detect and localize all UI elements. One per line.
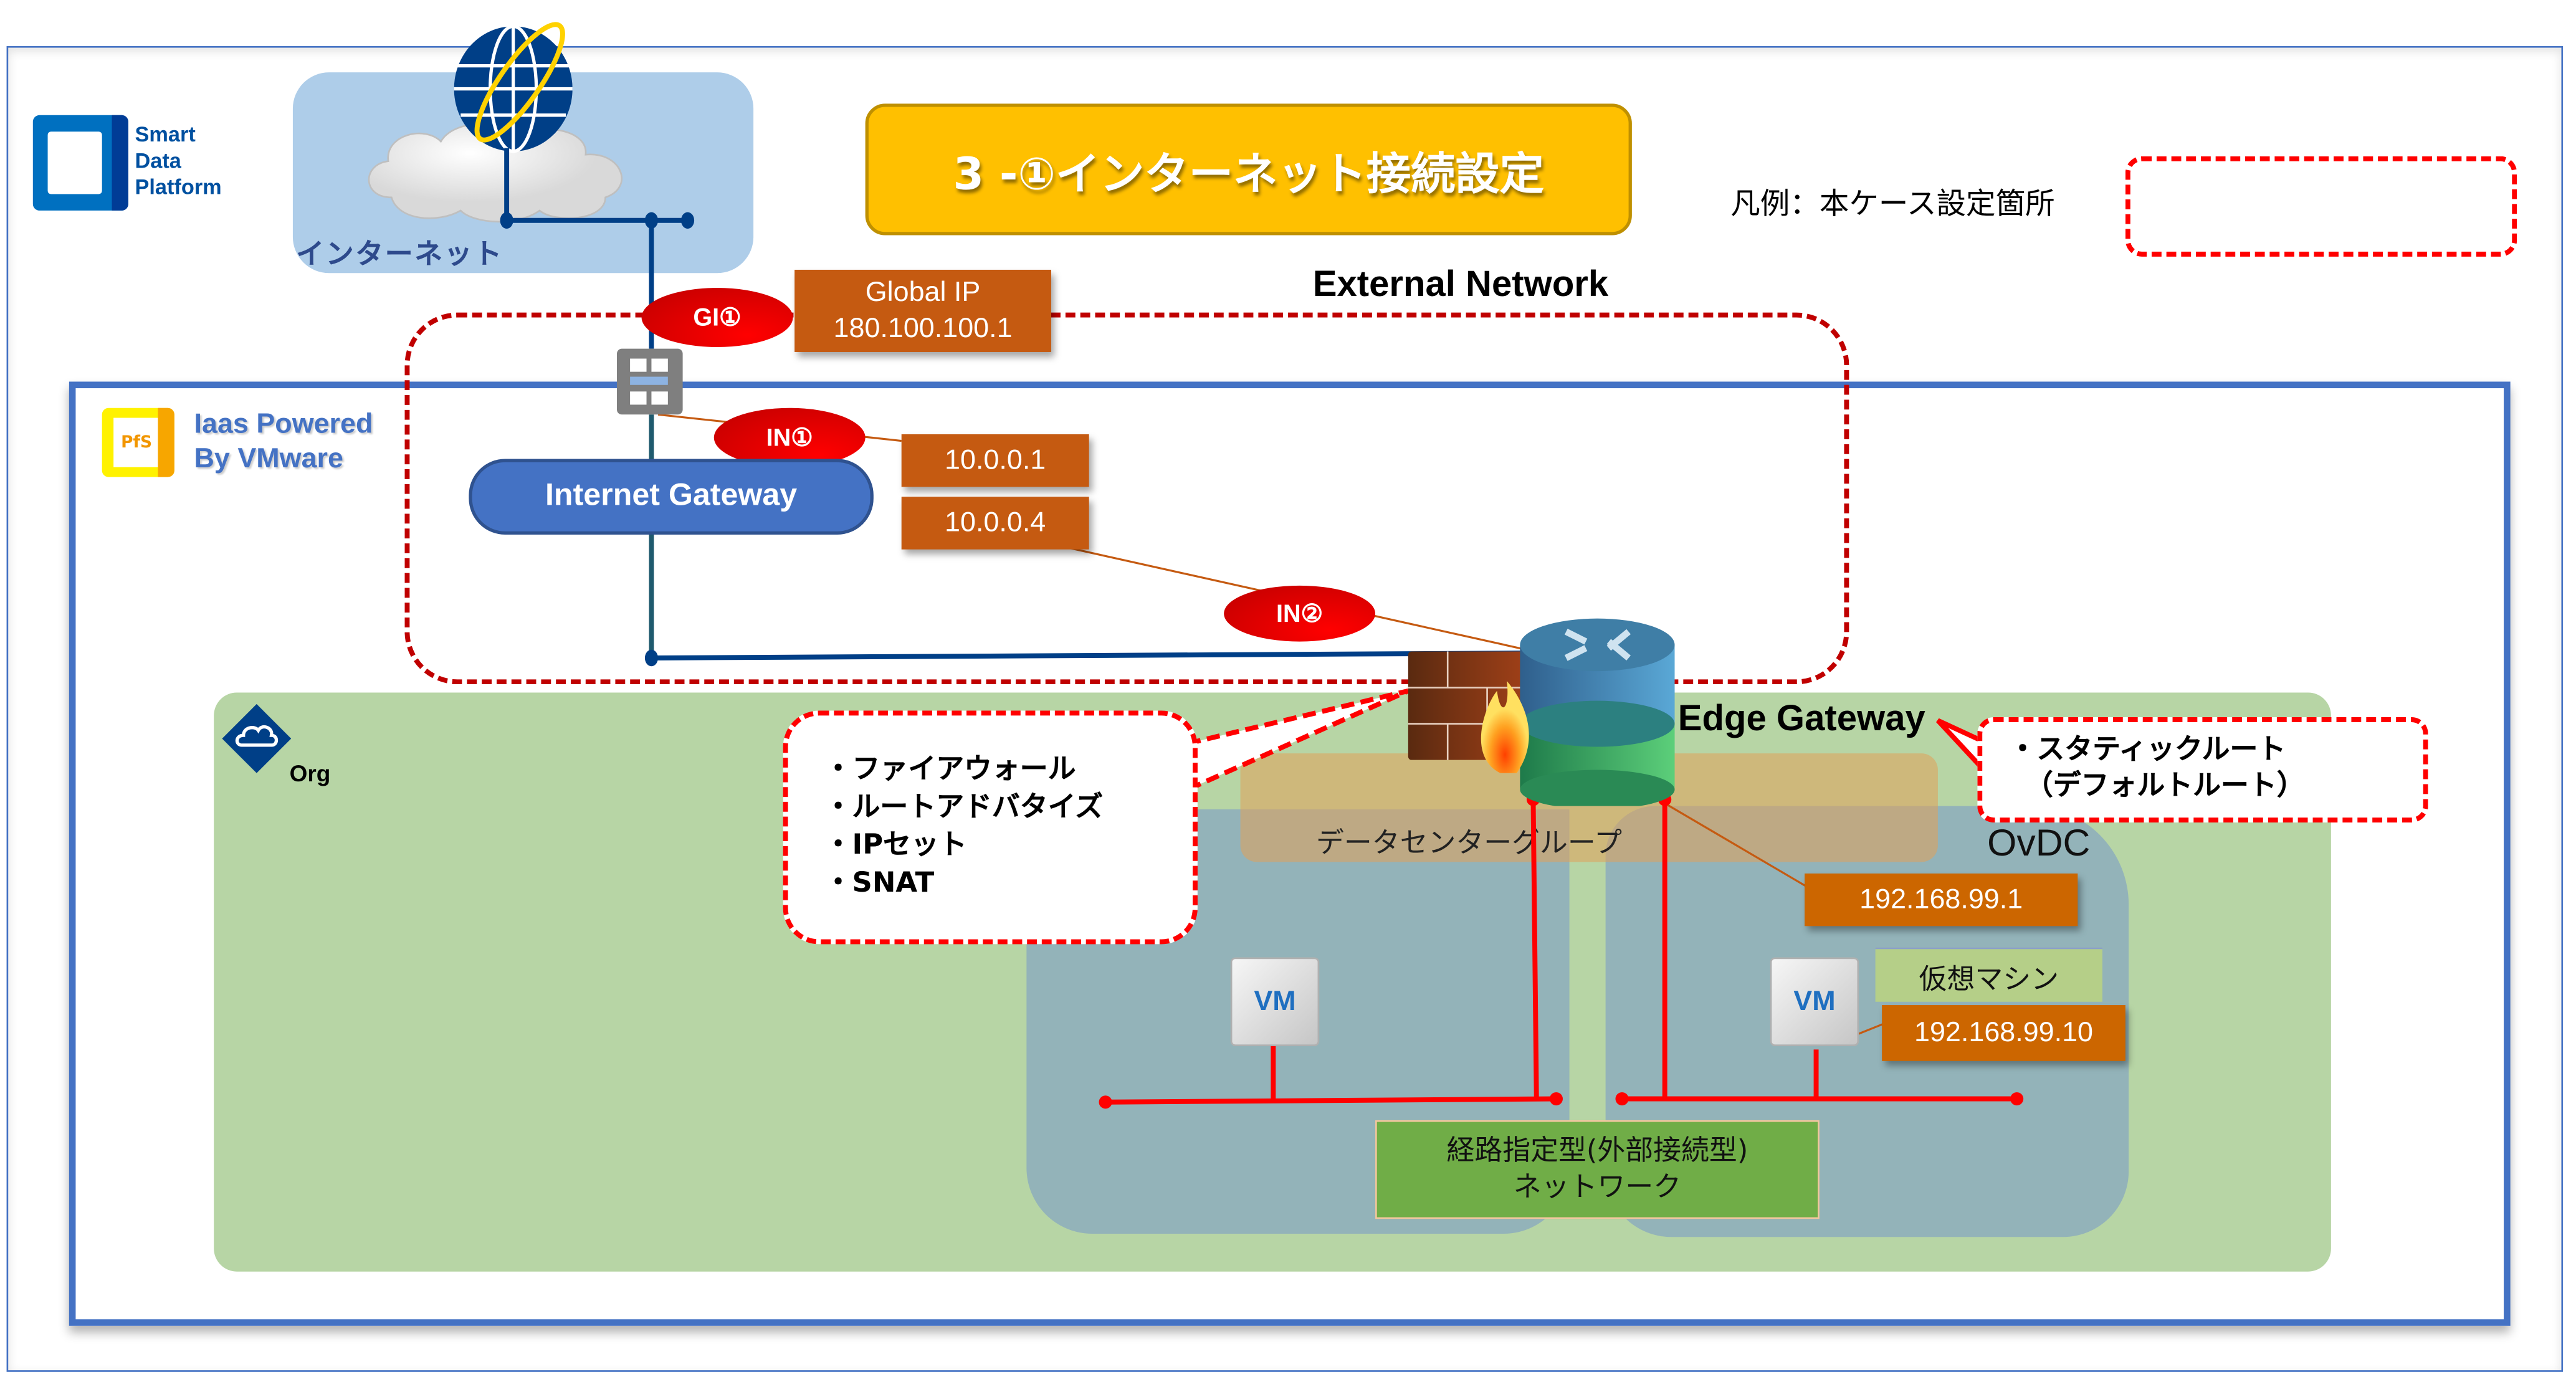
- slide-frame: [6, 45, 2564, 1372]
- network-node: [1549, 1092, 1563, 1106]
- routed-network-label: 経路指定型(外部接続型) ネットワーク: [1375, 1120, 1820, 1219]
- edge-ip-box: 192.168.99.1: [1805, 873, 2078, 927]
- network-node: [1615, 1092, 1629, 1106]
- globe-icon: [454, 22, 573, 153]
- igw-to-edge-line: [651, 651, 1527, 660]
- vm-icon-right: VM: [1770, 957, 1859, 1047]
- callout-item: ・IPセット: [824, 829, 967, 862]
- smart-data-platform-logo-icon: [32, 115, 128, 211]
- internet-gateway: Internet Gateway: [469, 459, 874, 535]
- static-route-callout-pointer: [1936, 718, 1983, 773]
- external-network-highlight: [404, 312, 1849, 685]
- static-route-callout: ・スタティックルート （デフォルトルート）: [1977, 717, 2428, 822]
- switch-icon: [617, 348, 683, 415]
- ip-box-in1-a: 10.0.0.1: [901, 434, 1089, 487]
- routed-network-line-left: [1105, 1096, 1557, 1105]
- network-node: [1099, 1095, 1112, 1109]
- bus-node: [680, 212, 695, 229]
- ovdc-label: OvDC: [1987, 821, 2091, 864]
- bus-node: [500, 212, 513, 229]
- external-network-label: External Network: [1312, 263, 1609, 305]
- gi1-badge: GI①: [641, 288, 793, 348]
- callout-item: ・ルートアドバタイズ: [824, 791, 1104, 824]
- pfs-logo-icon: PfS: [102, 408, 174, 477]
- iaas-label: Iaas Powered By VMware: [194, 408, 373, 474]
- firewall-callout-pointer: [1185, 688, 1410, 794]
- callout-item: ・ファイアウォール: [824, 753, 1076, 786]
- bus-node: [644, 649, 658, 667]
- smart-data-platform-logo-text: Smart Data Platform: [135, 122, 222, 199]
- edge-gateway-firewall-router-icon: [1408, 618, 1675, 806]
- iaas-frame: [69, 381, 2511, 1326]
- edge-to-left-network: [1530, 799, 1539, 1099]
- vm-icon-left: VM: [1230, 957, 1320, 1047]
- legend-dashed-box: [2125, 156, 2517, 257]
- internet-label: インターネット: [296, 238, 503, 272]
- cloud-icon: [368, 123, 623, 223]
- network-node: [2010, 1092, 2024, 1106]
- page-title: 3 -①インターネット接続設定: [865, 103, 1632, 236]
- callout-item: ・SNAT: [824, 867, 935, 900]
- leader-line: [1658, 798, 1810, 889]
- vm-ip-box: 192.168.99.10: [1882, 1005, 2125, 1061]
- in2-badge: IN②: [1224, 585, 1376, 642]
- bus-node: [644, 212, 658, 229]
- org-cloud-icon: [222, 703, 292, 773]
- in1-badge: IN①: [713, 408, 866, 467]
- virtual-machine-label: 仮想マシン: [1875, 947, 2102, 1002]
- global-ip-box: Global IP 180.100.100.1: [794, 269, 1051, 352]
- datacenter-group-label: データセンターグループ: [1316, 827, 1622, 860]
- org-label: Org: [289, 760, 331, 786]
- edge-gateway-label: Edge Gateway: [1677, 697, 1925, 739]
- firewall-settings-callout: ・ファイアウォール ・ルートアドバタイズ ・IPセット ・SNAT: [783, 710, 1198, 945]
- legend-label: 凡例：本ケース設定箇所: [1730, 187, 2055, 222]
- ip-box-in1-b: 10.0.0.4: [901, 497, 1089, 550]
